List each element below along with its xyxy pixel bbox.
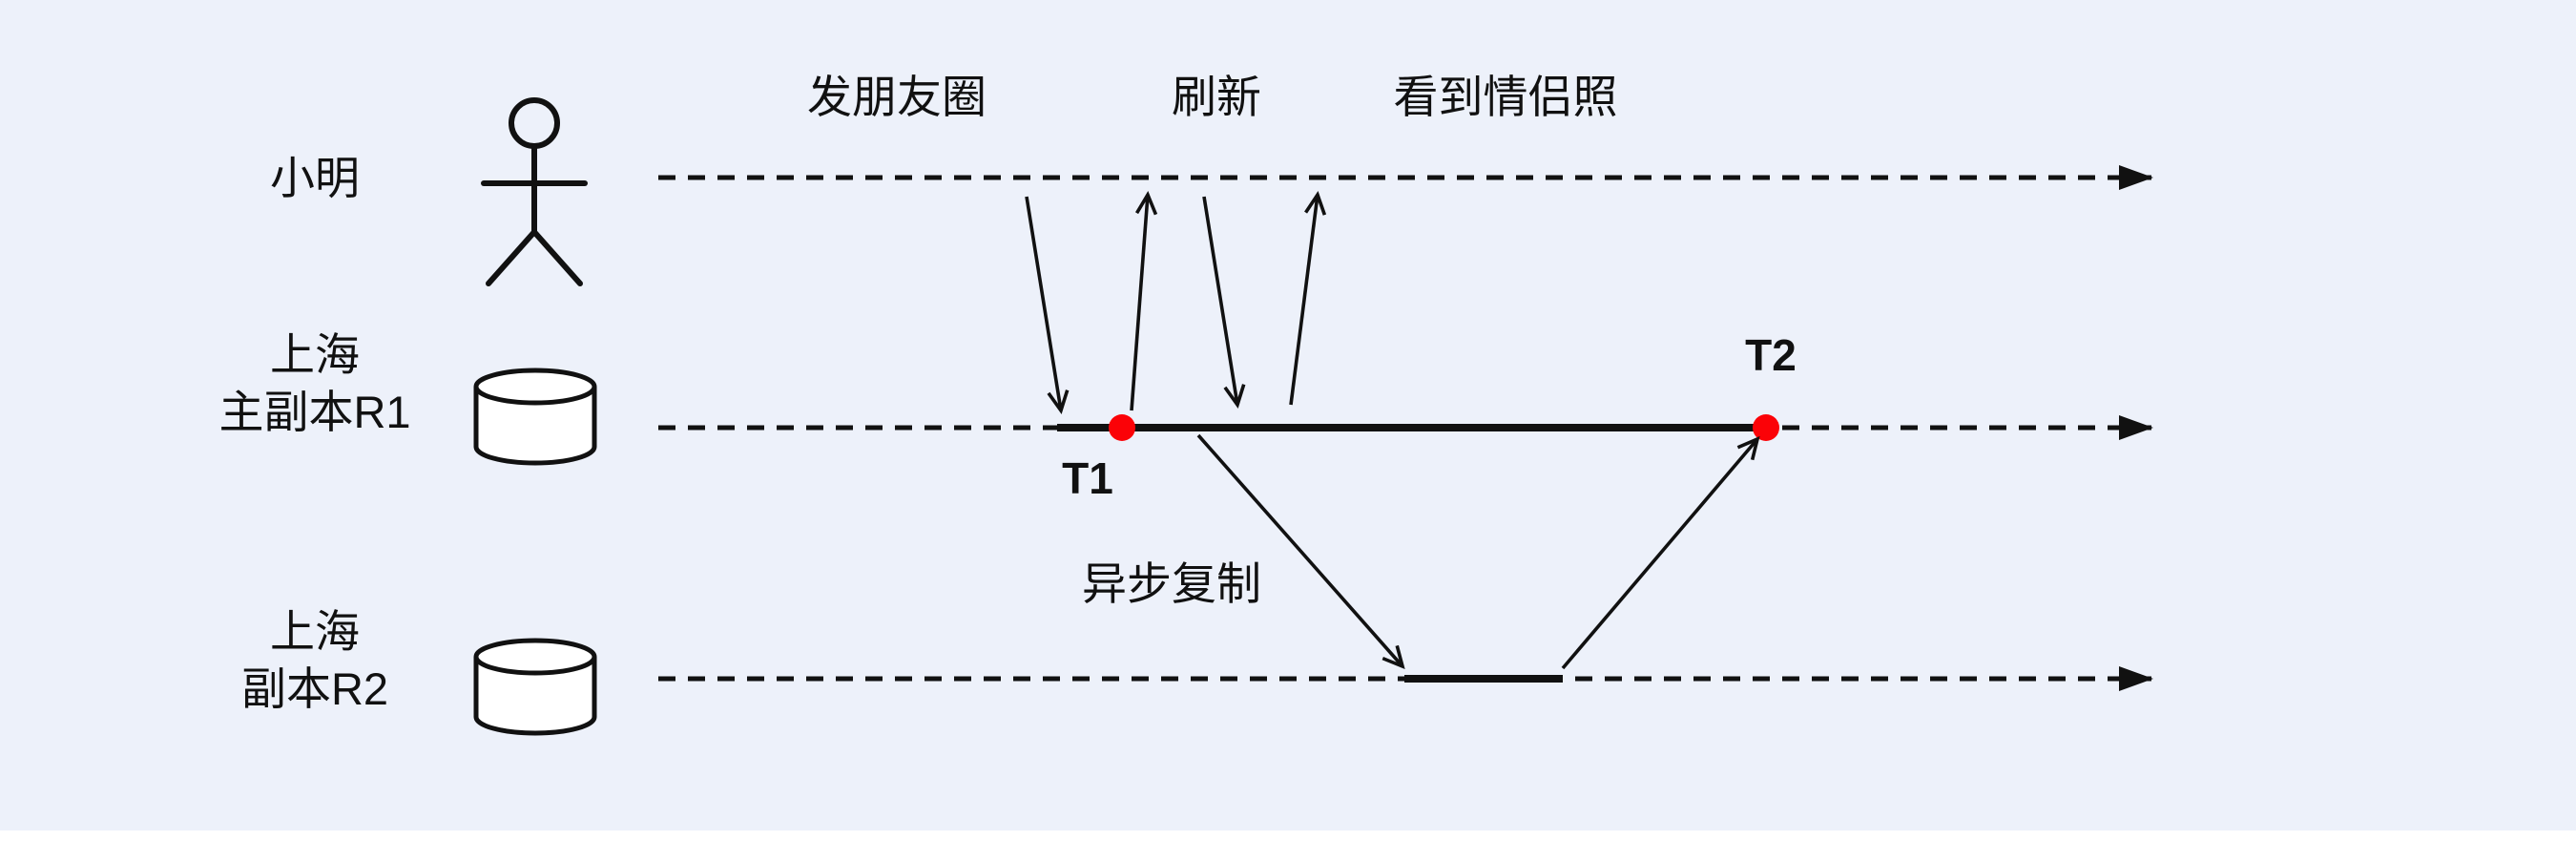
person-leg-right	[531, 229, 583, 286]
label-post-moments: 发朋友圈	[807, 72, 987, 122]
arrow-replicate-down	[1196, 433, 1405, 670]
row-user-label: 小明	[270, 153, 360, 203]
label-async-replication: 异步复制	[1082, 558, 1261, 609]
t2-label: T2	[1745, 330, 1797, 380]
arrow-refresh-response	[1289, 191, 1327, 406]
async-replication: 异步复制	[1082, 433, 1760, 670]
top-annotations: 发朋友圈 刷新 看到情侣照	[807, 72, 1618, 122]
row-r1-label-line2: 主副本R1	[218, 387, 410, 437]
database-cylinder-icon	[473, 638, 597, 736]
row-r1-label-line1: 上海	[270, 329, 360, 380]
arrow-refresh-request	[1202, 196, 1246, 409]
row-r2-label-line1: 上海	[270, 606, 360, 657]
database-body	[473, 387, 597, 466]
label-refresh: 刷新	[1172, 72, 1261, 122]
row-r1: 上海 主副本R1 T1 T2	[218, 329, 2153, 503]
arrow-replicate-ack-up	[1561, 435, 1760, 670]
t1-label: T1	[1062, 453, 1113, 503]
row-user: 小明	[270, 97, 2153, 286]
row-r2: 上海 副本R2	[241, 606, 2153, 736]
label-see-couple-photo: 看到情侣照	[1394, 72, 1618, 122]
database-cylinder-icon	[473, 368, 597, 466]
t2-point	[1753, 414, 1779, 441]
t1-point	[1109, 414, 1135, 441]
bottom-edge	[0, 830, 2576, 841]
arrow-post-request	[1025, 196, 1070, 414]
database-body	[473, 657, 597, 736]
interaction-arrows	[1025, 190, 1327, 414]
arrow-post-ack	[1130, 190, 1158, 411]
database-top	[473, 368, 597, 406]
person-leg-left	[486, 229, 537, 286]
row-r2-label-line2: 副本R2	[241, 663, 388, 714]
database-top	[473, 638, 597, 676]
person-stick-figure-icon	[481, 97, 588, 286]
